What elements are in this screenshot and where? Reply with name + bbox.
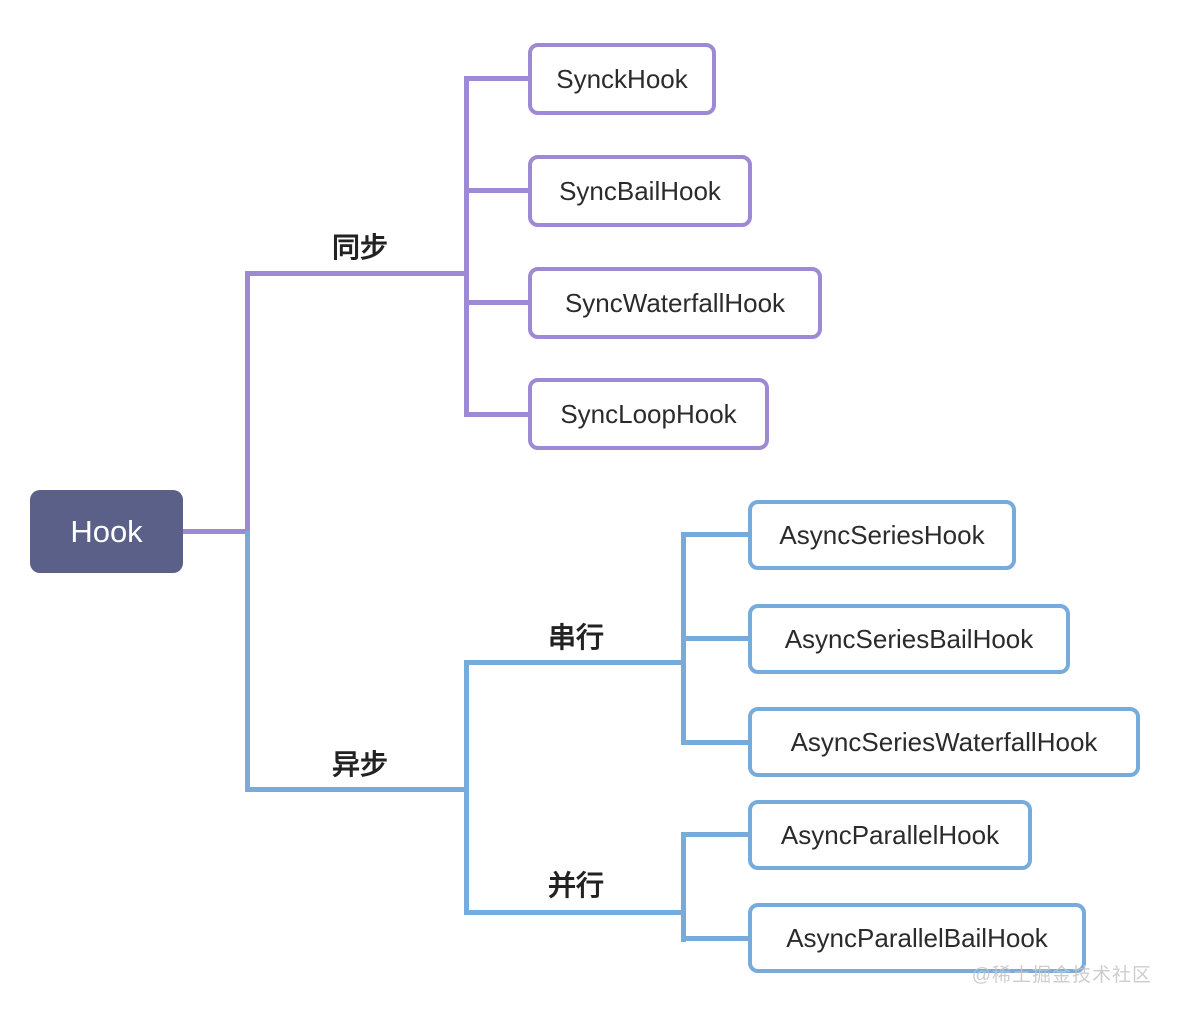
node-asyncparallelhook[interactable]: AsyncParallelHook [748, 800, 1032, 870]
branch-label-serial: 串行 [547, 622, 604, 653]
connector-stub-asyncparallelbailhook [681, 936, 748, 941]
connector-parallel-horizontal [464, 910, 686, 915]
connector-stub-syncbailhook [464, 188, 528, 193]
connector-stub-syncwaterfallhook [464, 300, 528, 305]
node-asyncserieshook[interactable]: AsyncSeriesHook [748, 500, 1016, 570]
connector-sync-children-vertical [464, 76, 469, 417]
connector-stub-syncloophook [464, 412, 528, 417]
connector-stub-synckhook [464, 76, 528, 81]
node-hook-root[interactable]: Hook [30, 490, 183, 573]
connector-stub-asyncparallelhook [681, 832, 748, 837]
branch-label-parallel: 并行 [547, 870, 604, 901]
node-asyncseriesbailhook[interactable]: AsyncSeriesBailHook [748, 604, 1070, 674]
connector-stub-asyncseriesbailhook [681, 636, 748, 641]
connector-async-horizontal [245, 787, 469, 792]
connector-async-mid-vertical [464, 660, 469, 915]
node-syncbailhook[interactable]: SyncBailHook [528, 155, 752, 227]
connector-sync-horizontal [245, 271, 469, 276]
connector-parallel-children-vertical [681, 832, 686, 942]
node-syncwaterfallhook[interactable]: SyncWaterfallHook [528, 267, 822, 339]
node-asyncparallelbailhook[interactable]: AsyncParallelBailHook [748, 903, 1086, 973]
connector-stub-asyncserieshook [681, 532, 748, 537]
connector-sync-main-vertical [245, 271, 250, 533]
connector-stub-asyncserieswaterfallhook [681, 740, 748, 745]
connector-serial-horizontal [464, 660, 686, 665]
connector-async-main-vertical [245, 531, 250, 792]
branch-label-sync: 同步 [331, 232, 388, 263]
node-asyncserieswaterfallhook[interactable]: AsyncSeriesWaterfallHook [748, 707, 1140, 777]
node-syncloophook[interactable]: SyncLoopHook [528, 378, 769, 450]
connector-root-stub [183, 529, 250, 534]
watermark-text: @稀土掘金技术社区 [971, 965, 1152, 986]
branch-label-async: 异步 [331, 749, 388, 780]
node-synckhook[interactable]: SynckHook [528, 43, 716, 115]
